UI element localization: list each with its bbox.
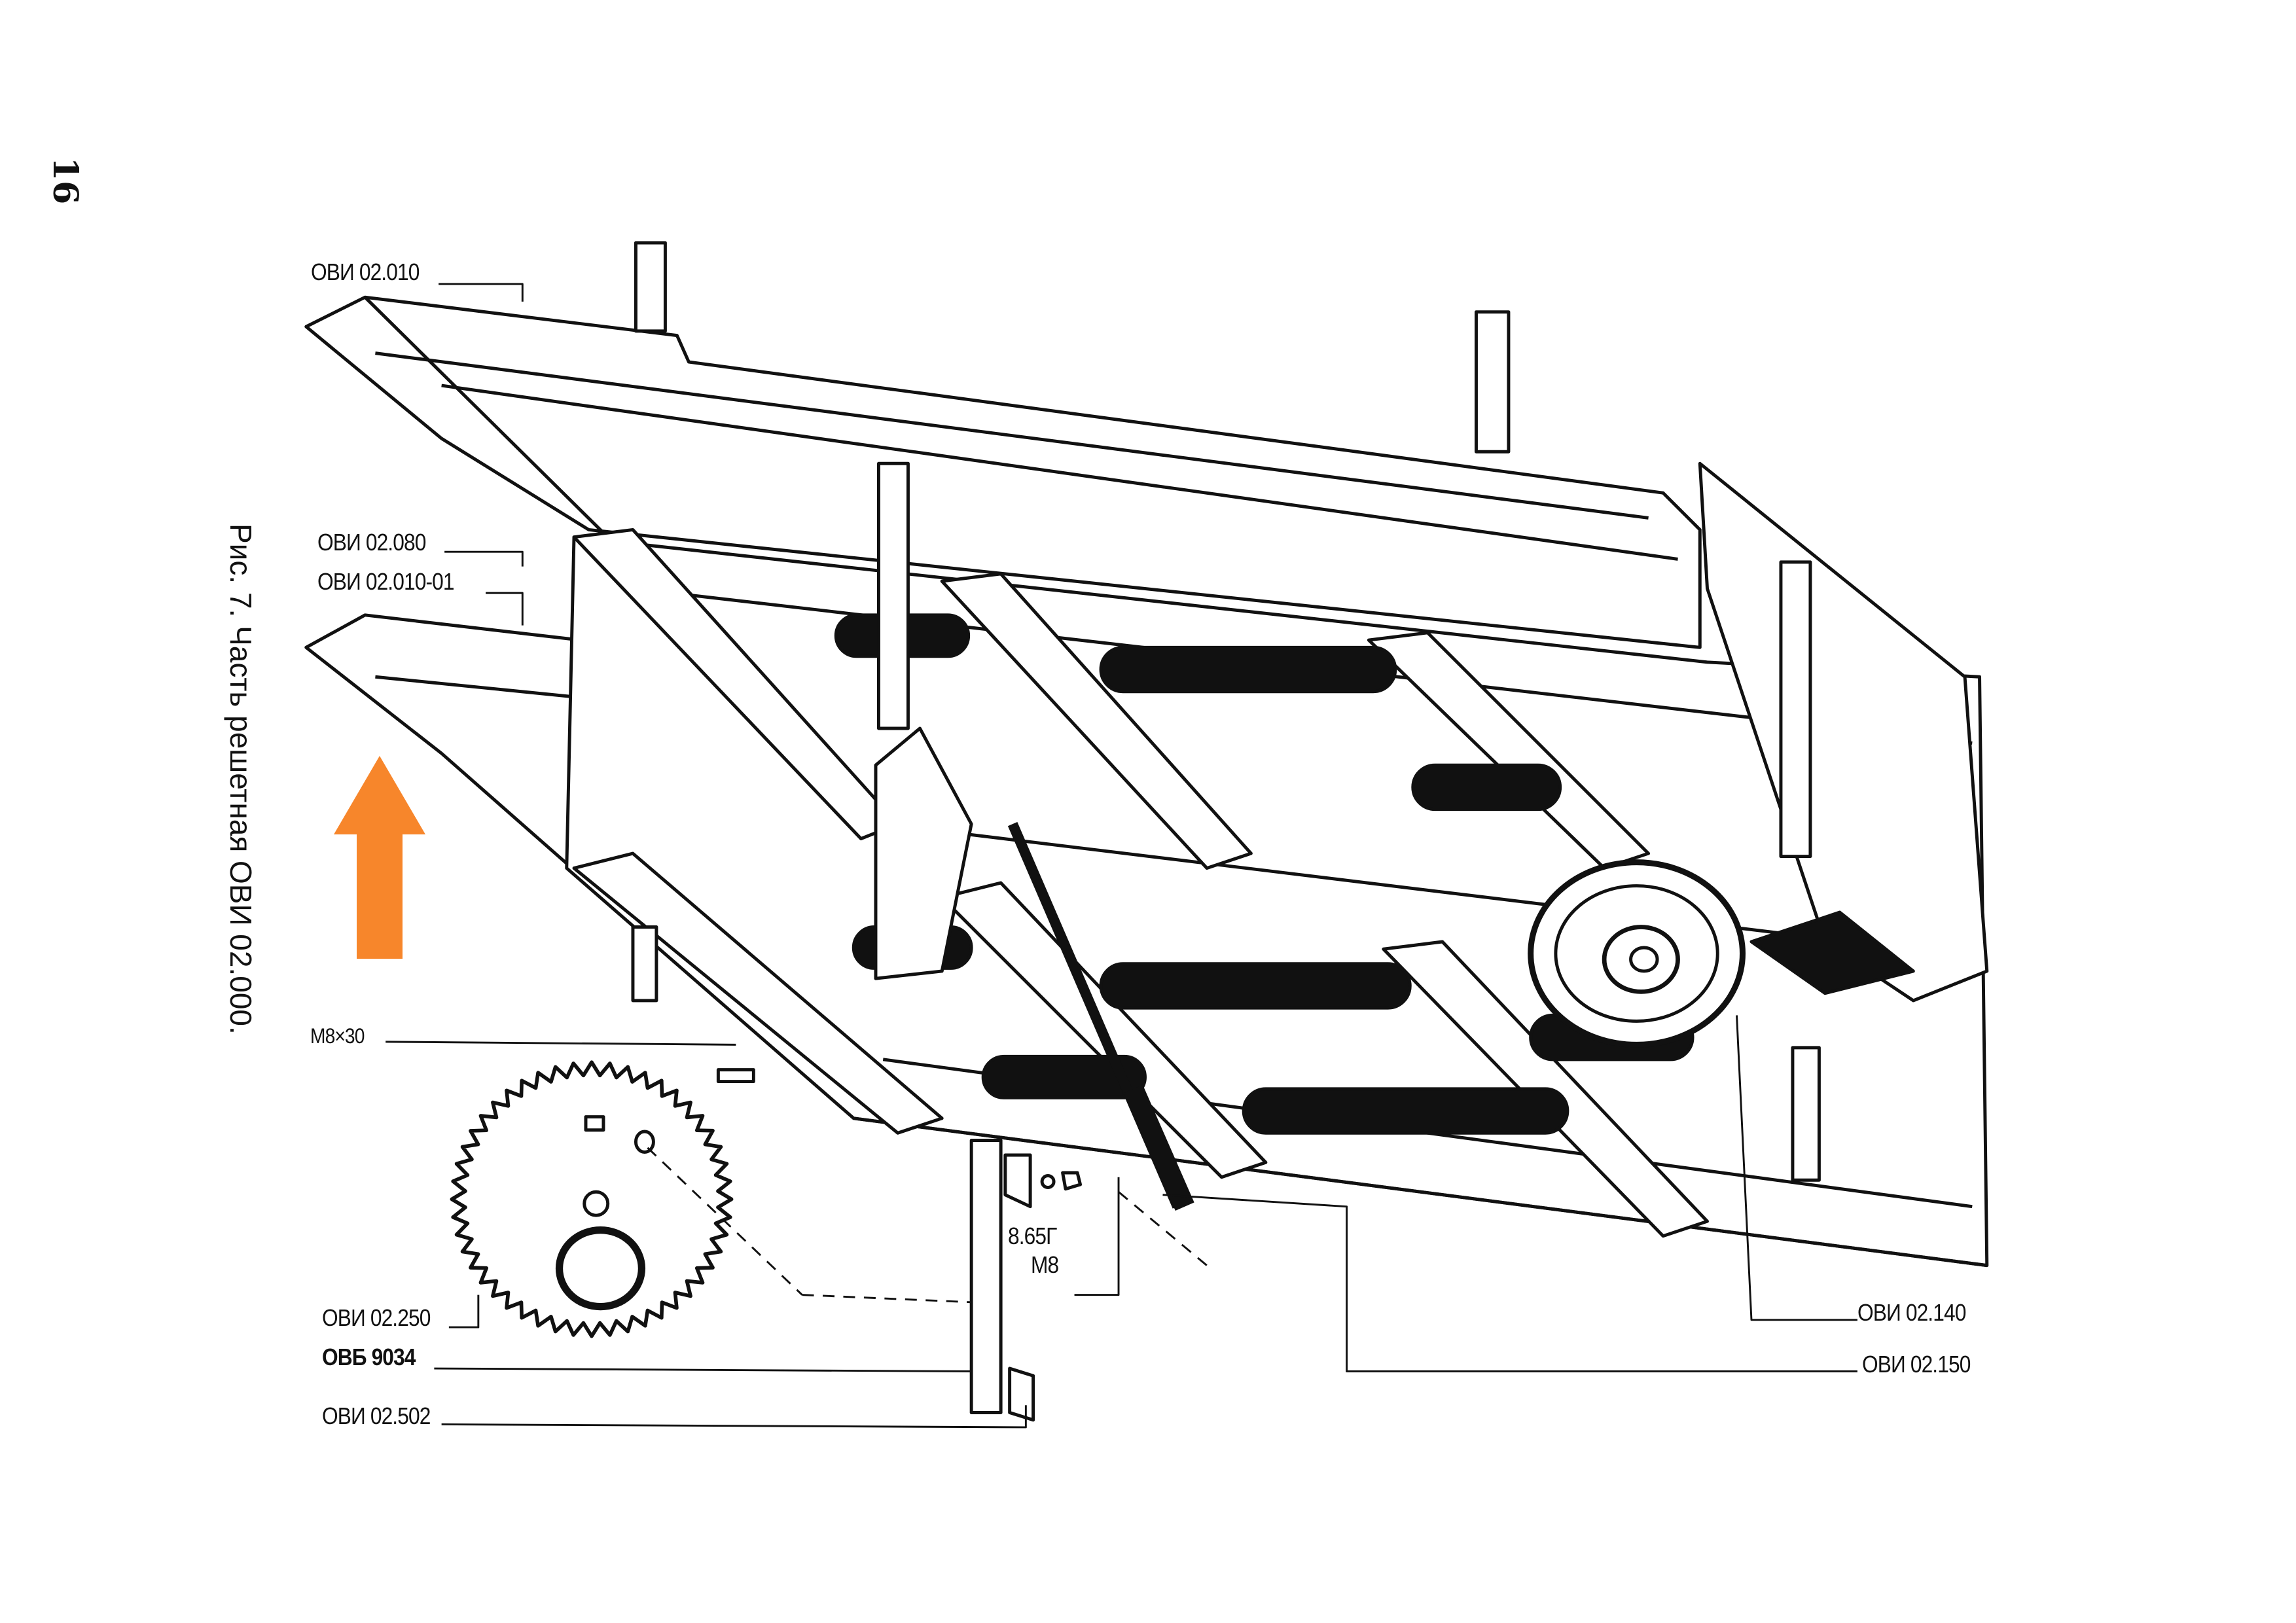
orange-up-arrow-icon [334, 756, 425, 959]
callout-ovi-02-080: ОВИ 02.080 [317, 529, 426, 556]
callout-ovi-02-140: ОВИ 02.140 [1857, 1299, 1966, 1326]
callout-ovi-02-010-01: ОВИ 02.010-01 [317, 568, 454, 595]
callout-ovi-02-250: ОВИ 02.250 [322, 1304, 431, 1331]
leader-lines [386, 283, 1857, 1429]
upper-sieve-frame [304, 295, 1702, 649]
sprocket [450, 1060, 734, 1338]
callout-ovb-9034: ОВБ 9034 [322, 1344, 416, 1370]
callout-ovi-02-010: ОВИ 02.010 [311, 259, 420, 285]
callout-ovi-02-502: ОВИ 02.502 [322, 1402, 431, 1429]
callout-nut-m8: М8 [1031, 1251, 1059, 1278]
callout-m8x30: М8×30 [310, 1024, 365, 1048]
callout-ovi-02-150: ОВИ 02.150 [1862, 1351, 1971, 1378]
callout-washer-865g: 8.65Г [1008, 1222, 1057, 1249]
pulley-wheel [1528, 859, 1746, 1048]
